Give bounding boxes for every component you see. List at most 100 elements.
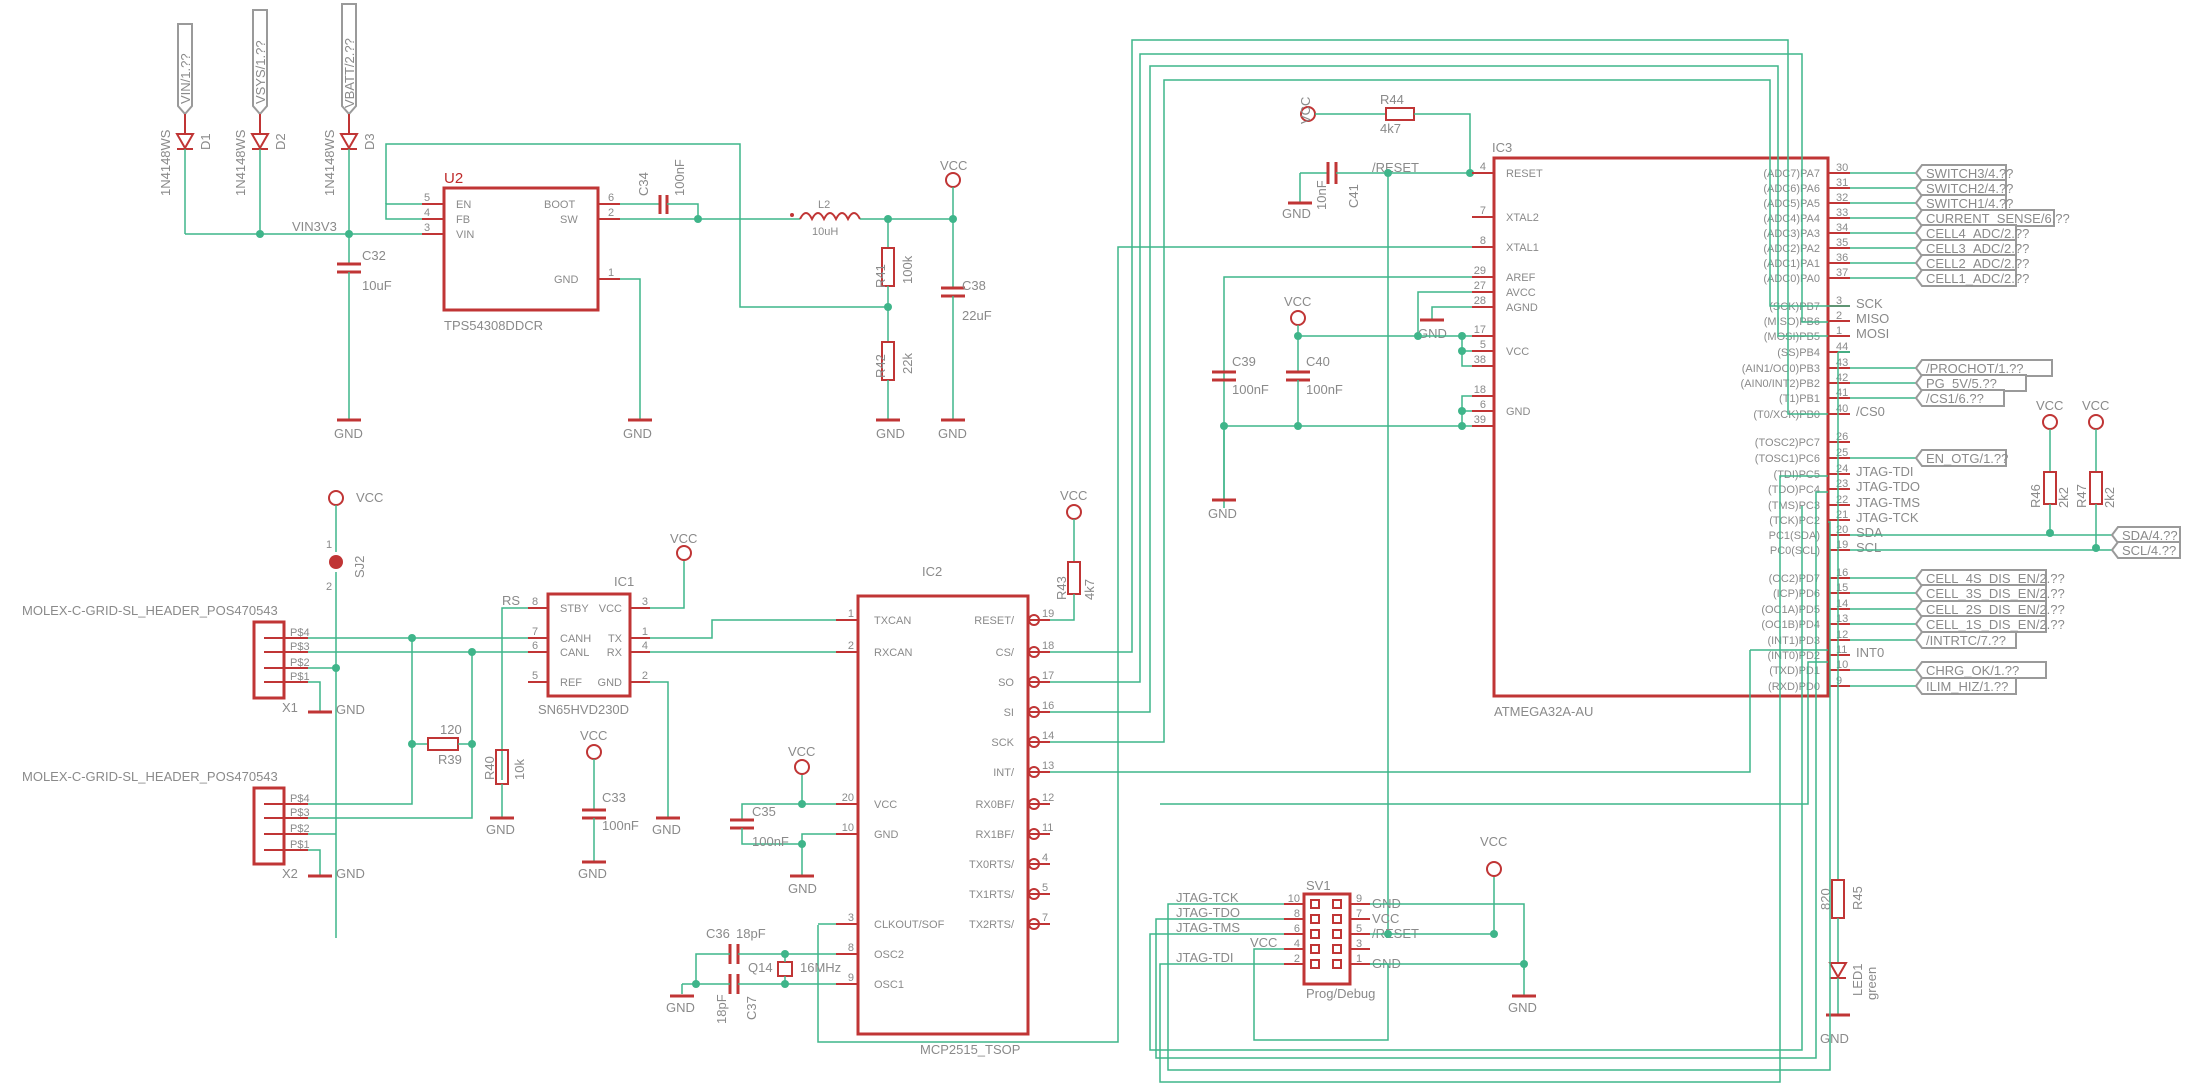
mcu-right-pin-num: 12 [1836, 629, 1848, 641]
ic2-pin-num: 19 [1042, 608, 1054, 620]
offpage-tag [1914, 389, 2005, 407]
mcu-right-pin-num: 10 [1836, 659, 1848, 671]
ic2-pin-num: 3 [848, 912, 854, 924]
svg-text:1: 1 [608, 267, 614, 279]
mcu-right-pin-num: 16 [1836, 567, 1848, 579]
svg-text:GND: GND [652, 822, 681, 837]
ic2-pin-num: 4 [1042, 852, 1048, 864]
mcu-right-pin-num: 32 [1836, 192, 1848, 204]
jtag-left-net: JTAG-TMS [1176, 920, 1240, 935]
cap-c32: GND C32 10uF [334, 234, 392, 441]
svg-text:GND: GND [1820, 1031, 1849, 1046]
d3-part: 1N4148WS [322, 129, 337, 196]
ic2-pin-num: 8 [848, 942, 854, 954]
mcu-right-pin-num: 42 [1836, 372, 1848, 384]
ic2-pin-name: OSC2 [874, 949, 904, 961]
vin3v3-label: VIN3V3 [292, 219, 337, 234]
svg-text:R42: R42 [873, 354, 888, 378]
svg-text:GND: GND [1508, 1000, 1537, 1015]
mcu-left-pin-num: 28 [1474, 295, 1486, 307]
offpage-tag-label: /PROCHOT/1.?? [1926, 361, 2024, 376]
mcu-right-pin-num: 1 [1836, 325, 1842, 337]
offpage-tag [1914, 615, 2047, 633]
svg-text:100nF: 100nF [602, 818, 639, 833]
mcu-right-pin-name: PC0(SCL) [1770, 545, 1820, 557]
offpage-tag-label: SCL/4.?? [2122, 543, 2176, 558]
ic1-pin-name: TX [608, 633, 623, 645]
svg-text:100k: 100k [900, 255, 915, 284]
ic2-pin-num: 20 [842, 792, 854, 804]
svg-text:GND: GND [1418, 326, 1447, 341]
svg-text:GND: GND [876, 426, 905, 441]
offpage-tag [1914, 254, 2017, 272]
mcu-right-pin-num: 25 [1836, 447, 1848, 459]
svg-text:VCC: VCC [580, 728, 607, 743]
jtag-pin-num: 5 [1356, 923, 1362, 935]
jtag-pin-num: 1 [1356, 953, 1362, 965]
inductor-l2: L2 10uH [698, 199, 957, 238]
offpage-tag-label: CURRENT_SENSE/6.?? [1926, 211, 2070, 226]
mcu-left-pin-name: XTAL1 [1506, 242, 1539, 254]
mcu-right-pin-name: (TMS)PC3 [1768, 500, 1820, 512]
offpage-tag-label: CELL_2S_DIS_EN/2.?? [1926, 602, 2065, 617]
jtag-pin-num: 2 [1294, 953, 1300, 965]
fb-net [385, 143, 888, 308]
offpage-tag-label: SWITCH1/4.?? [1926, 196, 2013, 211]
offpage-tag-label: CELL1_ADC/2.?? [1926, 271, 2029, 286]
svg-text:LED1: LED1 [1850, 963, 1865, 996]
mcu-right-pin-num: 14 [1836, 598, 1848, 610]
mcu-right-pin-num: 23 [1836, 478, 1848, 490]
mcu-right-pin-name: (ADC0)PA0 [1763, 273, 1820, 285]
offpage-tag-label: CELL4_ADC/2.?? [1926, 226, 2029, 241]
offpage-tag [1914, 631, 2017, 649]
svg-text:GND: GND [666, 1000, 695, 1015]
mcu-right-pin-name: (ADC5)PA5 [1763, 198, 1820, 210]
svg-text:SW: SW [560, 214, 578, 226]
mcu-left-pin-name: AGND [1506, 302, 1538, 314]
svg-text:GND: GND [788, 881, 817, 896]
mcu-net-label: JTAG-TCK [1856, 510, 1919, 525]
mcu-right-pin-name: (OC1B)PD4 [1761, 619, 1820, 631]
mcu-right-pin-num: 44 [1836, 341, 1848, 353]
jtag-pin-num: 6 [1294, 923, 1300, 935]
svg-text:VCC: VCC [788, 744, 815, 759]
status-led: GND 820 R45 LED1 green [1818, 351, 1879, 1046]
divider-r41-r42: GND R41 100k R42 22k [873, 219, 915, 441]
jtag-pin-num: 9 [1356, 893, 1362, 905]
svg-text:GND: GND [578, 866, 607, 881]
svg-text:1: 1 [326, 539, 332, 551]
svg-text:C37: C37 [744, 996, 759, 1020]
svg-text:2: 2 [326, 581, 332, 593]
svg-text:FB: FB [456, 214, 470, 226]
diode-d2 [250, 133, 270, 151]
svg-text:MCP2515_TSOP: MCP2515_TSOP [920, 1042, 1020, 1057]
mcu-left-pins: 4RESET7XTAL28XTAL129AREF27AVCC28AGND175V… [1472, 161, 1543, 427]
svg-text:R47: R47 [2074, 484, 2089, 508]
ic3-ref: IC3 [1492, 140, 1512, 155]
cap-c34: C34 100nF [620, 159, 702, 223]
svg-text:R39: R39 [438, 752, 462, 767]
vsys-label: VSYS/1.?? [253, 40, 268, 104]
ic2-pin-name: RX0BF/ [975, 799, 1014, 811]
svg-text:R44: R44 [1380, 92, 1404, 107]
ic1-pin-name: GND [598, 677, 623, 689]
offpage-vsys [252, 9, 268, 116]
ic2-pin-name: GND [874, 829, 899, 841]
ic2-pin-name: RXCAN [874, 647, 913, 659]
mcu-right-pin-name: (TXD)PD1 [1769, 665, 1820, 677]
svg-text:Q14: Q14 [748, 960, 773, 975]
mcu-right-pin-num: 3 [1836, 295, 1842, 307]
mcu-right-pin-name: (TDO)PC4 [1768, 484, 1820, 496]
svg-text:GND: GND [938, 426, 967, 441]
ic1-pin-num: 7 [532, 626, 538, 638]
x2-pin-label: P$1 [290, 839, 310, 851]
jtag-pin-num: 3 [1356, 938, 1362, 950]
mcu-ic3: IC3 ATMEGA32A-AU 4RESET7XTAL28XTAL129ARE… [817, 140, 1920, 1043]
mcu-left-pin-name: GND [1506, 406, 1531, 418]
ic1-pin-num: 5 [532, 670, 538, 682]
svg-text:100nF: 100nF [672, 159, 687, 196]
svg-text:VCC: VCC [1298, 97, 1313, 124]
cap-c33: VCC GND C33 100nF [578, 728, 639, 881]
svg-text:RS: RS [502, 593, 520, 608]
